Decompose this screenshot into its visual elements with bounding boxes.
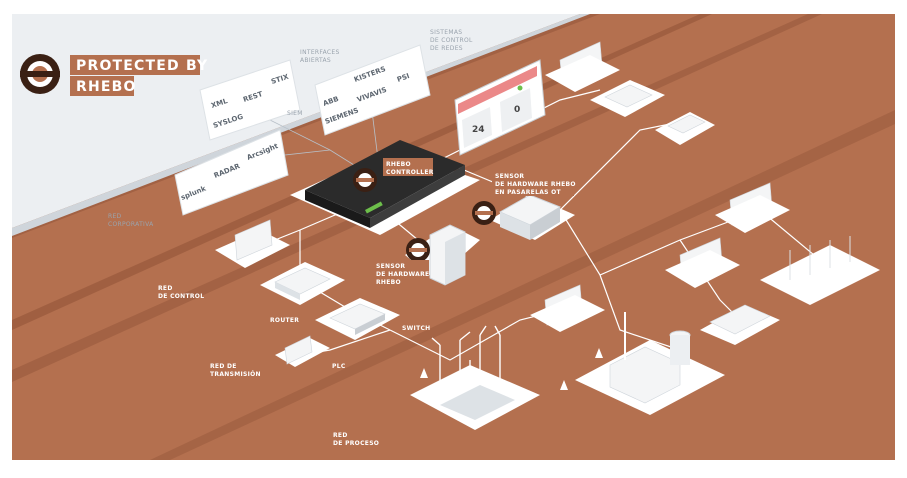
hw-sensor-label-1: SENSOR [376,263,405,270]
rhebo-badge-icon [472,201,496,225]
trees [420,348,603,390]
plc-device [275,335,330,367]
rhebo-badge-icon [406,238,430,262]
rhebo-badge-icon [353,168,377,192]
corporate-floor-edge [12,14,590,236]
logo-panel-sistemas: ABB KISTERS VIVAVIS PSI SIEMENS [314,44,431,136]
title-box-1 [70,55,200,75]
zone-corporativa-1: RED [108,213,122,220]
dashboard-value-a: 24 [472,125,485,135]
logo-psi: PSI [396,72,411,84]
hw-sensor-label-box [373,260,429,286]
title-line-1: PROTECTED BY [76,58,208,74]
switch-device [315,298,400,340]
hw-sensor-label-3: RHEBO [376,279,401,286]
plc-label: PLC [332,363,346,370]
zone-transmision-1: RED DE [210,363,237,370]
label-sistemas-3: DE REDES [430,45,463,52]
workstation-control [215,41,790,332]
logo-panel-siem: RADAR Arcsight splunk [174,129,289,216]
zone-transmision-2: TRANSMISIÓN [210,371,261,378]
label-sistemas-2: DE CONTROL [430,37,473,44]
title-line-2: RHEBO [76,79,137,95]
gateway-label-2: DE HARDWARE RHEBO [495,181,576,188]
zone-proceso-2: DE PROCESO [333,440,379,447]
dashboard-icon: 24 0 [454,59,546,156]
terrace-edge-3 [150,110,895,460]
substation-icon [700,236,880,345]
hw-sensor-label-2: DE HARDWARE [376,271,429,278]
label-interfaces-2: ABIERTAS [300,57,331,64]
label-siem: SIEM [287,110,303,117]
power-plant-icon [575,312,725,415]
title-box-2 [70,76,134,96]
gateway-label-3: EN PASARELAS OT [495,189,562,196]
terrace-edge-0 [12,14,600,238]
solar-panel-icon [410,365,540,430]
router-label: ROUTER [270,317,299,324]
zone-control-2: DE CONTROL [158,293,204,300]
dashboard-value-b: 0 [514,105,520,115]
gateway-sensor-device [490,194,575,240]
controller-label-box [383,158,433,176]
zone-control-1: RED [158,285,173,292]
gateway-label-box [492,170,574,196]
zone-proceso-1: RED [333,432,348,439]
controller-label-1: RHEBO [386,161,411,168]
switch-label: SWITCH [402,325,431,332]
rhebo-logo-icon [20,54,60,94]
router-device [260,262,345,305]
logo-panel-interfaces: REST STIX XML SYSLOG [199,59,301,141]
controller-label-2: CONTROLLER [386,169,434,176]
zone-corporativa-2: CORPORATIVA [108,221,154,228]
gateway-box-upper [590,80,715,145]
gateway-label-1: SENSOR [495,173,524,180]
label-sistemas-1: SISTEMAS [430,29,462,36]
label-interfaces-1: INTERFACES [300,49,340,56]
